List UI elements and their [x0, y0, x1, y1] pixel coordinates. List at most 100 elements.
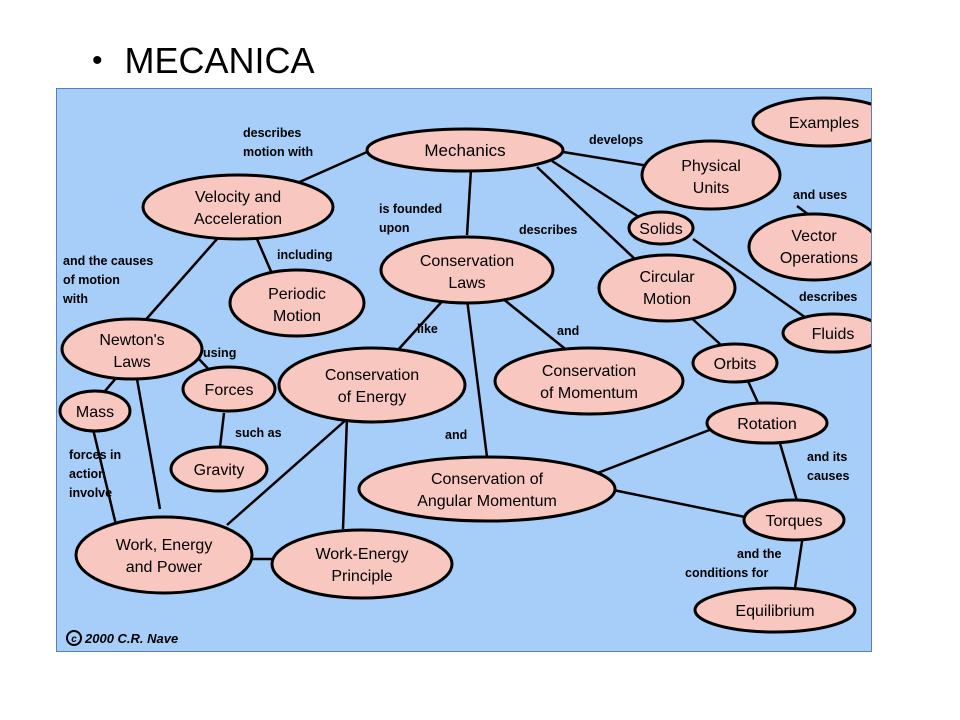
node-mechanics: Mechanics [365, 127, 565, 173]
svg-text:Conservation: Conservation [542, 363, 636, 380]
node-work-energy-power: Work, Energy and Power [74, 515, 254, 595]
svg-text:Rotation: Rotation [737, 416, 797, 433]
svg-text:of motion: of motion [63, 273, 120, 287]
svg-text:Gravity: Gravity [194, 462, 245, 479]
edge-velocity-newtons [141, 238, 218, 325]
link-label-and-momentum: and [557, 324, 579, 338]
svg-text:Units: Units [693, 180, 729, 197]
node-velocity-acceleration: Velocity and Acceleration [141, 173, 335, 241]
svg-text:Equilibrium: Equilibrium [735, 603, 814, 620]
edges [91, 149, 823, 589]
node-equilibrium: Equilibrium [693, 586, 857, 634]
svg-text:involve: involve [69, 486, 112, 500]
svg-text:describes: describes [243, 126, 301, 140]
link-label-and-its-causes: and its causes [807, 450, 849, 483]
svg-text:Laws: Laws [448, 275, 485, 292]
svg-text:Vector: Vector [791, 228, 837, 245]
node-conservation-energy: Conservation of Energy [277, 346, 467, 424]
svg-text:Conservation: Conservation [325, 367, 419, 384]
svg-text:Principle: Principle [331, 568, 392, 585]
link-label-like: like [417, 322, 438, 336]
link-label-describes-motion-with: describes motion with [243, 126, 313, 159]
node-conservation-laws: Conservation Laws [379, 235, 555, 305]
svg-text:Physical: Physical [681, 158, 741, 175]
node-vector-operations: Vector Operations [747, 212, 871, 282]
edge-rotation-torques [777, 439, 799, 502]
svg-text:causes: causes [807, 469, 849, 483]
edge-conservation-laws-energy [396, 295, 448, 352]
edge-energy-principle [341, 416, 349, 530]
edge-orbits-rotation [745, 378, 761, 406]
svg-text:is founded: is founded [379, 202, 442, 216]
svg-text:Periodic: Periodic [268, 286, 326, 303]
svg-text:conditions for: conditions for [685, 566, 768, 580]
edge-mechanics-physical-units [556, 149, 650, 168]
svg-text:Solids: Solids [639, 221, 683, 238]
svg-text:Work-Energy: Work-Energy [315, 546, 408, 563]
edge-angular-torques [612, 488, 746, 519]
concept-map: Examples Mechanics Physical Units Veloci… [56, 88, 872, 652]
node-torques: Torques [742, 498, 846, 542]
link-label-and-the-causes: and the causes of motion with [62, 254, 153, 306]
slide-title-text: MECANICA [124, 40, 315, 81]
svg-text:Orbits: Orbits [714, 356, 757, 373]
concept-map-canvas: Examples Mechanics Physical Units Veloci… [58, 96, 871, 646]
svg-text:Examples: Examples [789, 115, 859, 132]
edge-newtons-work [135, 378, 162, 510]
edge-rotation-angular [594, 427, 713, 476]
svg-text:Forces: Forces [205, 382, 254, 399]
node-forces: Forces [181, 365, 277, 413]
svg-text:Conservation: Conservation [420, 253, 514, 270]
link-label-describes: describes [519, 223, 577, 237]
svg-text:forces in: forces in [69, 448, 121, 462]
node-gravity: Gravity [169, 445, 269, 493]
copyright-notice: c 2000 C.R. Nave [66, 630, 178, 646]
svg-text:of Energy: of Energy [338, 389, 406, 406]
svg-text:with: with [62, 292, 88, 306]
edge-mechanics-conservation-laws [465, 168, 473, 236]
link-label-is-founded-upon: is founded upon [379, 202, 442, 235]
edge-velocity-periodic [255, 238, 275, 277]
svg-text:Acceleration: Acceleration [194, 211, 282, 228]
svg-text:motion with: motion with [243, 145, 313, 159]
node-work-energy-principle: Work-Energy Principle [270, 528, 454, 600]
edge-conservation-laws-angular [465, 298, 489, 458]
svg-text:Velocity and: Velocity and [195, 189, 281, 206]
edge-torques-equilibrium [793, 534, 805, 589]
svg-text:Laws: Laws [113, 354, 150, 371]
edge-solids-fluids [692, 237, 823, 331]
edge-mechanics-solids [551, 159, 646, 223]
svg-text:Work, Energy: Work, Energy [116, 537, 213, 554]
edge-forces-gravity [218, 412, 226, 448]
svg-text:Circular: Circular [639, 269, 695, 286]
svg-text:and the: and the [737, 547, 781, 561]
node-conservation-momentum: Conservation of Momentum [493, 346, 685, 416]
edge-mechanics-velocity [294, 150, 368, 186]
node-circular-motion: Circular Motion [597, 253, 737, 323]
node-examples: Examples [751, 96, 871, 148]
link-label-using: using [203, 346, 236, 360]
svg-text:Conservation of: Conservation of [431, 471, 544, 488]
svg-text:c: c [71, 634, 77, 645]
edge-conservation-laws-momentum [496, 293, 570, 353]
slide-title: • MECANICA [92, 40, 315, 82]
link-label-including: including [277, 248, 333, 262]
svg-text:and Power: and Power [126, 559, 203, 576]
svg-text:action: action [69, 467, 106, 481]
node-solids: Solids [627, 210, 695, 246]
svg-text:Motion: Motion [273, 308, 321, 325]
svg-text:Motion: Motion [643, 291, 691, 308]
link-label-and-angular: and [445, 428, 467, 442]
edge-mechanics-circular-motion [536, 166, 638, 262]
link-label-such-as: such as [235, 426, 282, 440]
bullet-icon: • [92, 44, 103, 77]
edge-energy-work [226, 418, 348, 526]
link-label-and-the-conditions: and the conditions for [685, 547, 781, 580]
node-fluids: Fluids [781, 312, 871, 354]
svg-text:and its: and its [807, 450, 847, 464]
svg-text:of Momentum: of Momentum [540, 385, 638, 402]
svg-text:and the causes: and the causes [63, 254, 153, 268]
node-newtons-laws: Newton's Laws [60, 317, 204, 381]
svg-text:2000 C.R. Nave: 2000 C.R. Nave [84, 631, 178, 646]
node-periodic-motion: Periodic Motion [228, 268, 366, 338]
